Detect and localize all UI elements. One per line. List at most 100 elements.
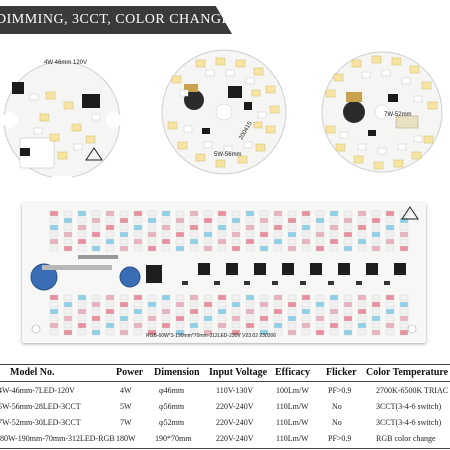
cell-model: 180W-190mm-70mm-312LED-RGB bbox=[0, 434, 115, 443]
strip-led bbox=[133, 217, 143, 224]
strip-led bbox=[217, 231, 227, 238]
table-row: 180W-190mm-70mm-312LED-RGB 180W 190*70mm… bbox=[0, 432, 450, 447]
strip-led bbox=[273, 210, 283, 217]
header-dimension: Dimension bbox=[154, 367, 200, 378]
strip-led bbox=[133, 210, 143, 217]
cell-flicker: No bbox=[332, 402, 342, 411]
strip-led bbox=[133, 322, 143, 329]
strip-led bbox=[329, 238, 339, 245]
strip-led bbox=[357, 210, 367, 217]
board-photo-2: 200415 5W-56mm bbox=[158, 46, 292, 180]
strip-led bbox=[77, 322, 87, 329]
header-input-voltage: Input Voltage bbox=[209, 367, 268, 378]
strip-led bbox=[343, 294, 353, 301]
strip-led bbox=[189, 315, 199, 322]
strip-led bbox=[91, 322, 101, 329]
strip-led bbox=[203, 308, 213, 315]
strip-led bbox=[63, 238, 73, 245]
strip-led bbox=[217, 217, 227, 224]
cell-power: 7W bbox=[120, 418, 132, 427]
strip-led bbox=[175, 210, 185, 217]
strip-led bbox=[119, 301, 129, 308]
strip-led bbox=[315, 315, 325, 322]
strip-led bbox=[147, 329, 157, 336]
strip-board-image bbox=[22, 203, 426, 343]
strip-led bbox=[203, 329, 213, 336]
strip-led bbox=[329, 224, 339, 231]
strip-led bbox=[399, 322, 409, 329]
strip-led bbox=[399, 224, 409, 231]
strip-led bbox=[175, 329, 185, 336]
strip-led bbox=[315, 224, 325, 231]
strip-led bbox=[343, 210, 353, 217]
strip-led bbox=[133, 308, 143, 315]
strip-led bbox=[343, 217, 353, 224]
strip-led bbox=[175, 301, 185, 308]
strip-led bbox=[217, 245, 227, 252]
strip-led bbox=[119, 217, 129, 224]
strip-led bbox=[217, 308, 227, 315]
strip-led bbox=[287, 231, 297, 238]
strip-led bbox=[343, 322, 353, 329]
strip-led bbox=[245, 329, 255, 336]
strip-led bbox=[315, 322, 325, 329]
strip-led bbox=[63, 329, 73, 336]
strip-led bbox=[77, 245, 87, 252]
strip-led bbox=[105, 308, 115, 315]
strip-led bbox=[301, 224, 311, 231]
strip-led bbox=[245, 217, 255, 224]
strip-led bbox=[63, 294, 73, 301]
strip-led bbox=[217, 315, 227, 322]
strip-led bbox=[343, 329, 353, 336]
board-3-image bbox=[321, 51, 443, 173]
strip-led bbox=[287, 329, 297, 336]
strip-led bbox=[119, 245, 129, 252]
strip-led bbox=[175, 294, 185, 301]
strip-led bbox=[217, 224, 227, 231]
strip-led bbox=[371, 217, 381, 224]
strip-led bbox=[399, 217, 409, 224]
strip-led bbox=[371, 301, 381, 308]
strip-led bbox=[357, 322, 367, 329]
strip-led bbox=[245, 224, 255, 231]
strip-led bbox=[301, 301, 311, 308]
strip-led bbox=[385, 210, 395, 217]
strip-led bbox=[119, 308, 129, 315]
strip-led bbox=[287, 224, 297, 231]
table-row: 7W-52mm-30LED-3CCT 7W φ52mm 220V-240V 11… bbox=[0, 416, 450, 431]
strip-led bbox=[259, 238, 269, 245]
strip-led bbox=[77, 224, 87, 231]
strip-led bbox=[273, 308, 283, 315]
strip-led bbox=[91, 224, 101, 231]
strip-led bbox=[357, 301, 367, 308]
strip-led bbox=[371, 210, 381, 217]
strip-led bbox=[287, 308, 297, 315]
strip-led bbox=[273, 294, 283, 301]
strip-led bbox=[371, 322, 381, 329]
strip-led bbox=[119, 210, 129, 217]
cell-input-voltage: 220V-240V bbox=[216, 402, 254, 411]
strip-led bbox=[189, 210, 199, 217]
strip-led bbox=[385, 224, 395, 231]
cell-flicker: PF>0.9 bbox=[328, 434, 352, 443]
strip-led bbox=[245, 308, 255, 315]
strip-led bbox=[273, 231, 283, 238]
strip-led bbox=[329, 210, 339, 217]
strip-led bbox=[105, 217, 115, 224]
strip-led bbox=[161, 322, 171, 329]
strip-led bbox=[217, 322, 227, 329]
strip-led bbox=[245, 231, 255, 238]
header-color-temperature: Color Temperature bbox=[366, 367, 449, 378]
strip-led bbox=[273, 245, 283, 252]
table-bottom-rule bbox=[0, 448, 450, 449]
strip-led bbox=[77, 294, 87, 301]
strip-led bbox=[399, 231, 409, 238]
strip-led bbox=[63, 224, 73, 231]
strip-led bbox=[329, 217, 339, 224]
strip-led bbox=[91, 329, 101, 336]
strip-led bbox=[49, 329, 59, 336]
strip-led bbox=[175, 315, 185, 322]
strip-led bbox=[91, 217, 101, 224]
strip-led bbox=[203, 238, 213, 245]
strip-led bbox=[63, 308, 73, 315]
